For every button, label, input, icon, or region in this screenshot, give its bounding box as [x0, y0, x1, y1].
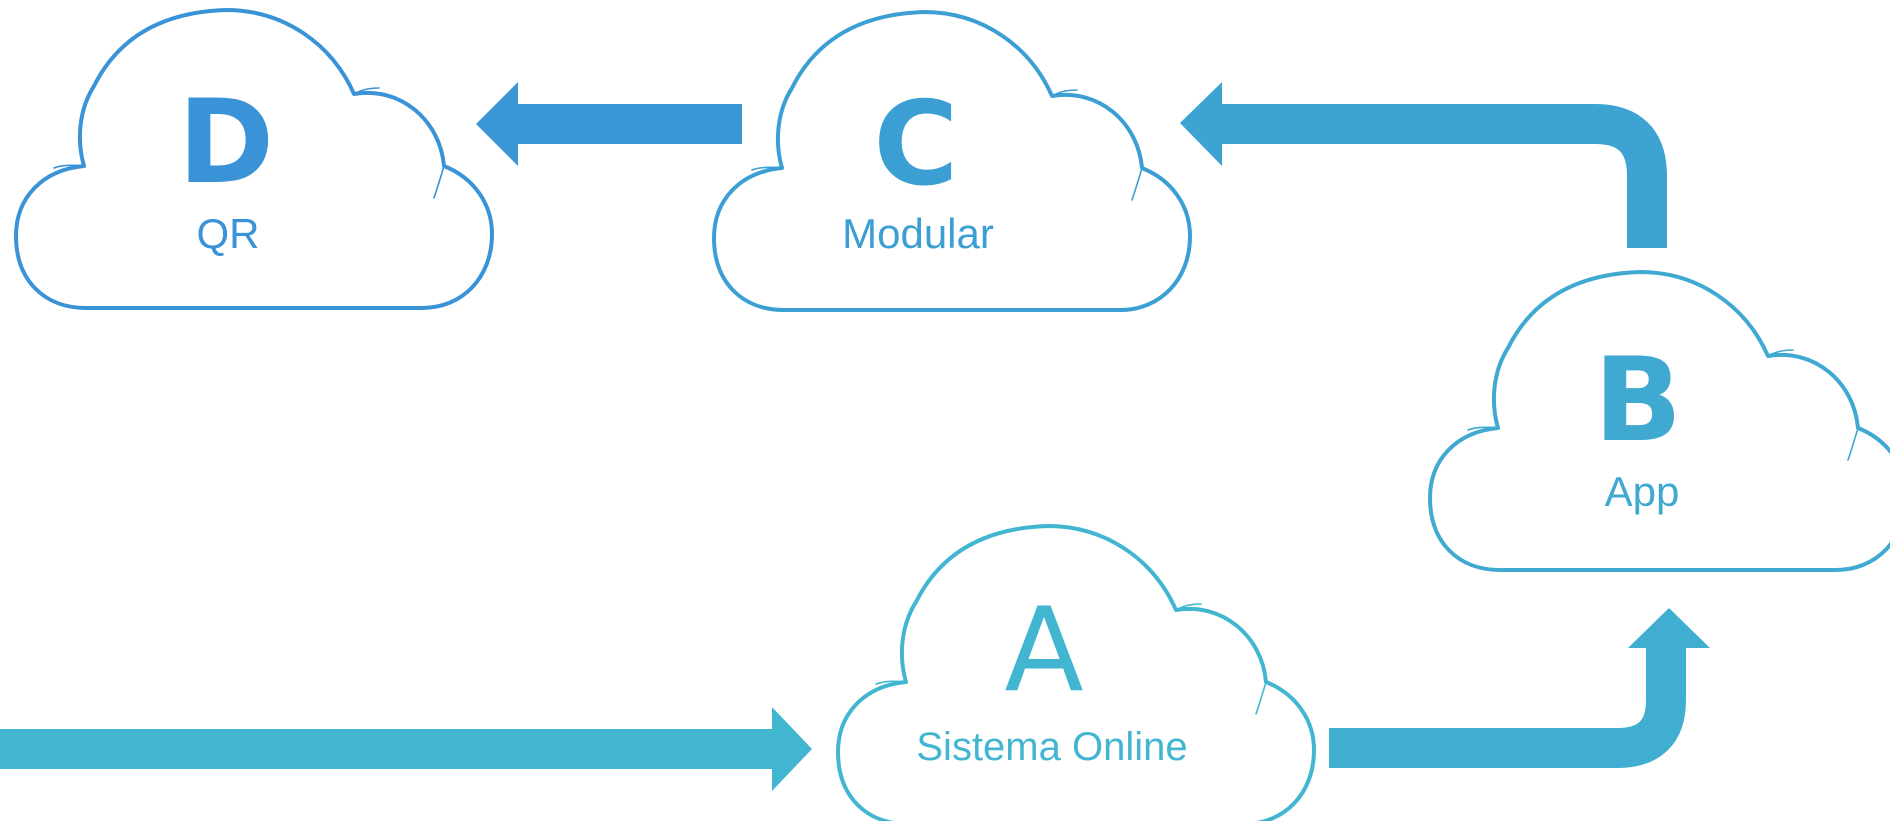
arrow-c-to-d-shaft: [514, 104, 742, 144]
arrow-a-to-b-head: [1628, 608, 1710, 648]
arrow-c-to-d: [476, 82, 742, 166]
arrow-b-to-c-shaft: [1218, 104, 1667, 248]
arrow-c-to-d-head: [476, 82, 518, 166]
arrow-input-to-a: [0, 707, 812, 791]
cloud-b-letter: B: [1594, 333, 1682, 468]
arrow-input-shaft: [0, 729, 772, 769]
cloud-d-label: QR: [197, 210, 260, 257]
cloud-a-label: Sistema Online: [916, 725, 1187, 769]
cloud-d-qr: D QR: [14, 8, 494, 310]
cloud-c-label: Modular: [842, 210, 994, 257]
cloud-d-letter: D: [178, 75, 274, 210]
arrow-input-head: [772, 707, 812, 791]
cloud-a-sistema-online: A Sistema Online: [836, 524, 1316, 821]
arrow-b-to-c-head: [1180, 82, 1222, 166]
cloud-a-letter: A: [1004, 583, 1083, 718]
cloud-b-app: B App: [1428, 270, 1890, 572]
arrow-a-to-b: [1329, 608, 1710, 768]
arrow-a-to-b-shaft: [1329, 645, 1686, 768]
cloud-b-label: App: [1605, 468, 1680, 515]
cloud-c-letter: C: [873, 77, 958, 212]
cloud-c-modular: C Modular: [712, 10, 1192, 312]
arrow-b-to-c: [1180, 82, 1667, 248]
